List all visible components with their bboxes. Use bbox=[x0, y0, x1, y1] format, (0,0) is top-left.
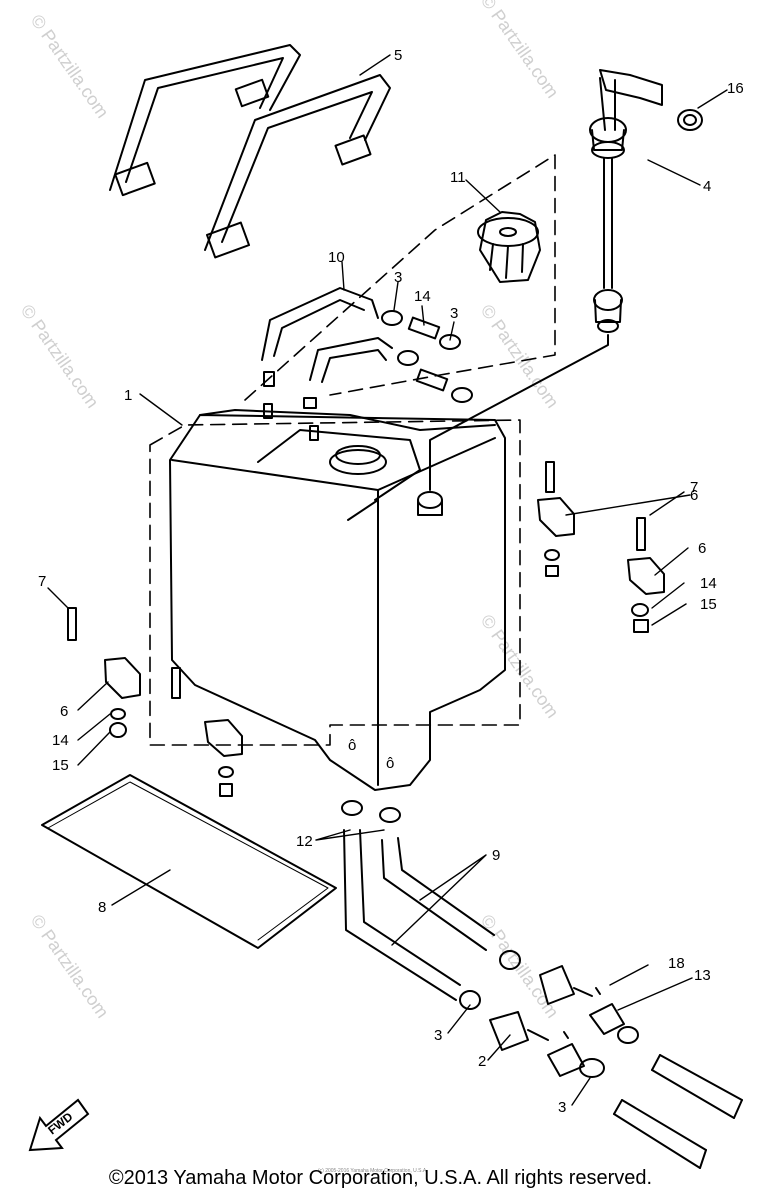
callout-labels: 5 16 4 11 10 3 14 3 1 6 7 6 14 15 7 6 14… bbox=[38, 47, 744, 1116]
callout-5: 5 bbox=[394, 47, 402, 64]
callout-14-a: 14 bbox=[700, 575, 717, 592]
watermark: © Partzilla.com bbox=[27, 911, 113, 1022]
filter-part-11 bbox=[477, 211, 541, 283]
pin-part-18 bbox=[563, 987, 601, 1039]
callout-17: 14 bbox=[414, 288, 431, 305]
fine-print: (c) 2005-2016 Yamaha Motor Corporation, … bbox=[318, 1168, 428, 1174]
svg-text:ô: ô bbox=[386, 755, 394, 772]
callout-2: 2 bbox=[478, 1053, 486, 1070]
leader-lines bbox=[47, 54, 728, 1106]
hose-clips-part-3 bbox=[381, 310, 639, 1078]
callout-4: 4 bbox=[703, 178, 711, 195]
callout-9: 9 bbox=[492, 847, 500, 864]
strap-part-5 bbox=[109, 44, 391, 259]
callout-1: 1 bbox=[124, 387, 132, 404]
callout-15-a: 15 bbox=[700, 596, 717, 613]
callout-11: 11 bbox=[450, 169, 466, 186]
callout-3-a: 3 bbox=[394, 269, 402, 286]
callout-3-b: 3 bbox=[450, 305, 458, 322]
outboard-hoses bbox=[613, 1054, 743, 1169]
callout-6-a: 6 bbox=[690, 487, 698, 504]
callout-12: 12 bbox=[296, 833, 313, 850]
grommet-part-16 bbox=[677, 109, 703, 131]
callout-8: 8 bbox=[98, 899, 106, 916]
watermarks: © Partzilla.com © Partzilla.com © Partzi… bbox=[17, 0, 563, 1022]
bracket-part-6-right-upper bbox=[537, 461, 575, 577]
watermark: © Partzilla.com bbox=[477, 911, 563, 1022]
tank-mat-part-8 bbox=[41, 774, 337, 949]
callout-7-a: 7 bbox=[690, 479, 698, 496]
watermark: © Partzilla.com bbox=[27, 11, 113, 122]
hose-fittings bbox=[263, 371, 319, 441]
copyright-notice: ©2013 Yamaha Motor Corporation, U.S.A. A… bbox=[108, 1167, 653, 1189]
breather-kit-outline bbox=[244, 154, 556, 401]
fuel-tank-part-1: ô ô bbox=[169, 409, 506, 791]
callout-3-d: 3 bbox=[558, 1099, 566, 1116]
fitting-part-12 bbox=[341, 800, 401, 823]
connector-part-2 bbox=[489, 965, 593, 1051]
callout-7-b: 7 bbox=[38, 573, 46, 590]
bracket-part-6-left-upper bbox=[67, 607, 141, 738]
sender-unit-part-4 bbox=[429, 69, 663, 491]
tank-kit-outline bbox=[149, 419, 521, 746]
callout-3-c: 3 bbox=[434, 1027, 442, 1044]
bracket-part-6-right-lower bbox=[627, 517, 665, 633]
callout-6-c: 6 bbox=[60, 703, 68, 720]
breather-hose-part-10 bbox=[261, 287, 393, 383]
hose-joint-part-17 bbox=[407, 316, 449, 392]
callout-10: 10 bbox=[328, 249, 345, 266]
watermark: © Partzilla.com bbox=[477, 0, 563, 102]
callout-6-b: 6 bbox=[698, 540, 706, 557]
fwd-arrow-icon: FWD bbox=[28, 1098, 90, 1152]
bracket-part-6-left-lower bbox=[171, 667, 243, 797]
watermark: © Partzilla.com bbox=[17, 301, 103, 412]
fuel-hose-part-9 bbox=[343, 829, 495, 1001]
callout-14-b: 14 bbox=[52, 732, 69, 749]
coupler-part-13 bbox=[547, 1003, 625, 1077]
callout-16: 16 bbox=[727, 80, 744, 97]
callout-13: 13 bbox=[694, 967, 711, 984]
svg-text:ô: ô bbox=[348, 737, 356, 754]
callout-15-b: 15 bbox=[52, 757, 69, 774]
callout-18: 18 bbox=[668, 955, 685, 972]
